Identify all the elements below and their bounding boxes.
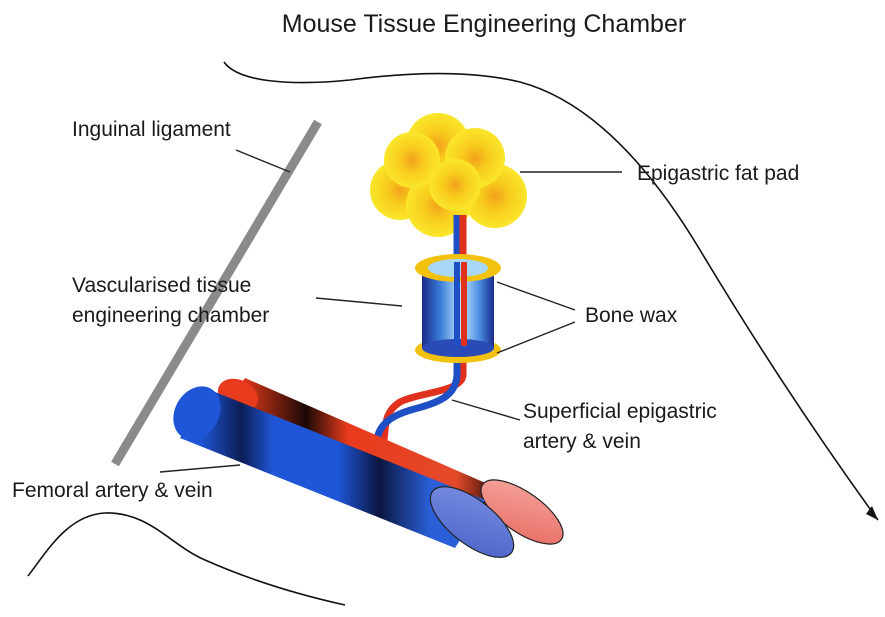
leader-superficial [452, 400, 520, 420]
leader-bone-wax-top [497, 282, 575, 310]
femoral-vein [164, 378, 525, 570]
label-chamber-line1: Vascularised tissue [72, 274, 251, 297]
label-superficial-line2: artery & vein [523, 430, 641, 453]
leader-femoral [160, 465, 240, 472]
tissue-engineering-chamber [415, 254, 501, 363]
diagram-title: Mouse Tissue Engineering Chamber [282, 10, 686, 38]
leader-chamber [316, 298, 402, 306]
leader-bone-wax-bottom [497, 322, 575, 353]
body-outline-lower [28, 513, 345, 605]
epigastric-fat-pad [370, 113, 527, 237]
body-outline-arrowhead [866, 506, 878, 520]
label-bone-wax: Bone wax [585, 304, 678, 327]
label-inguinal-ligament: Inguinal ligament [72, 118, 231, 141]
label-superficial-line1: Superficial epigastric [523, 400, 717, 423]
label-chamber-line2: engineering chamber [72, 304, 269, 327]
leader-inguinal [236, 150, 290, 172]
label-epigastric-fat-pad: Epigastric fat pad [637, 162, 799, 185]
label-femoral: Femoral artery & vein [12, 479, 213, 502]
